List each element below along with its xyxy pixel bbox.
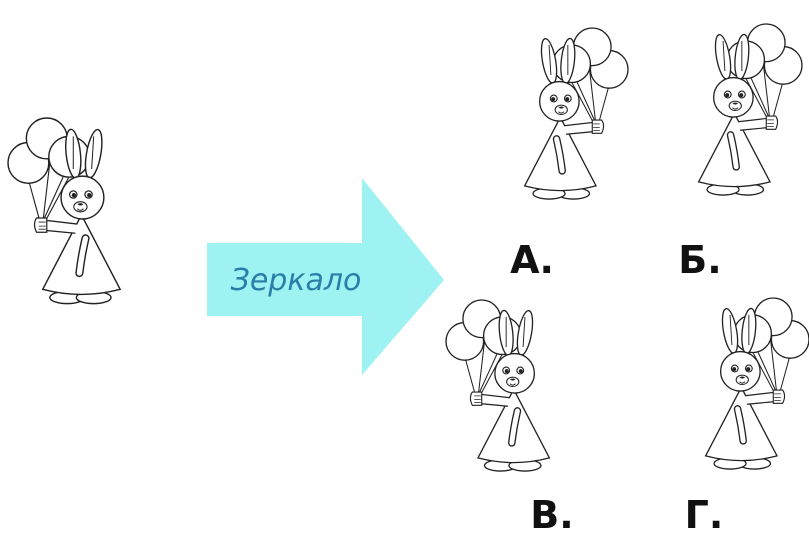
option-c-label[interactable]: В. [530,493,574,537]
original-figure [8,118,120,304]
option-c-figure[interactable] [446,300,549,471]
option-b-figure[interactable] [699,24,802,195]
option-d-label[interactable]: Г. [684,493,724,537]
arrow-label: Зеркало [231,263,362,298]
option-b-label[interactable]: Б. [678,238,722,282]
arrow-right-shape: Зеркало [207,178,444,375]
option-a-figure[interactable] [525,28,628,199]
option-a-label[interactable]: А. [510,238,554,282]
option-d-figure[interactable] [706,298,809,469]
